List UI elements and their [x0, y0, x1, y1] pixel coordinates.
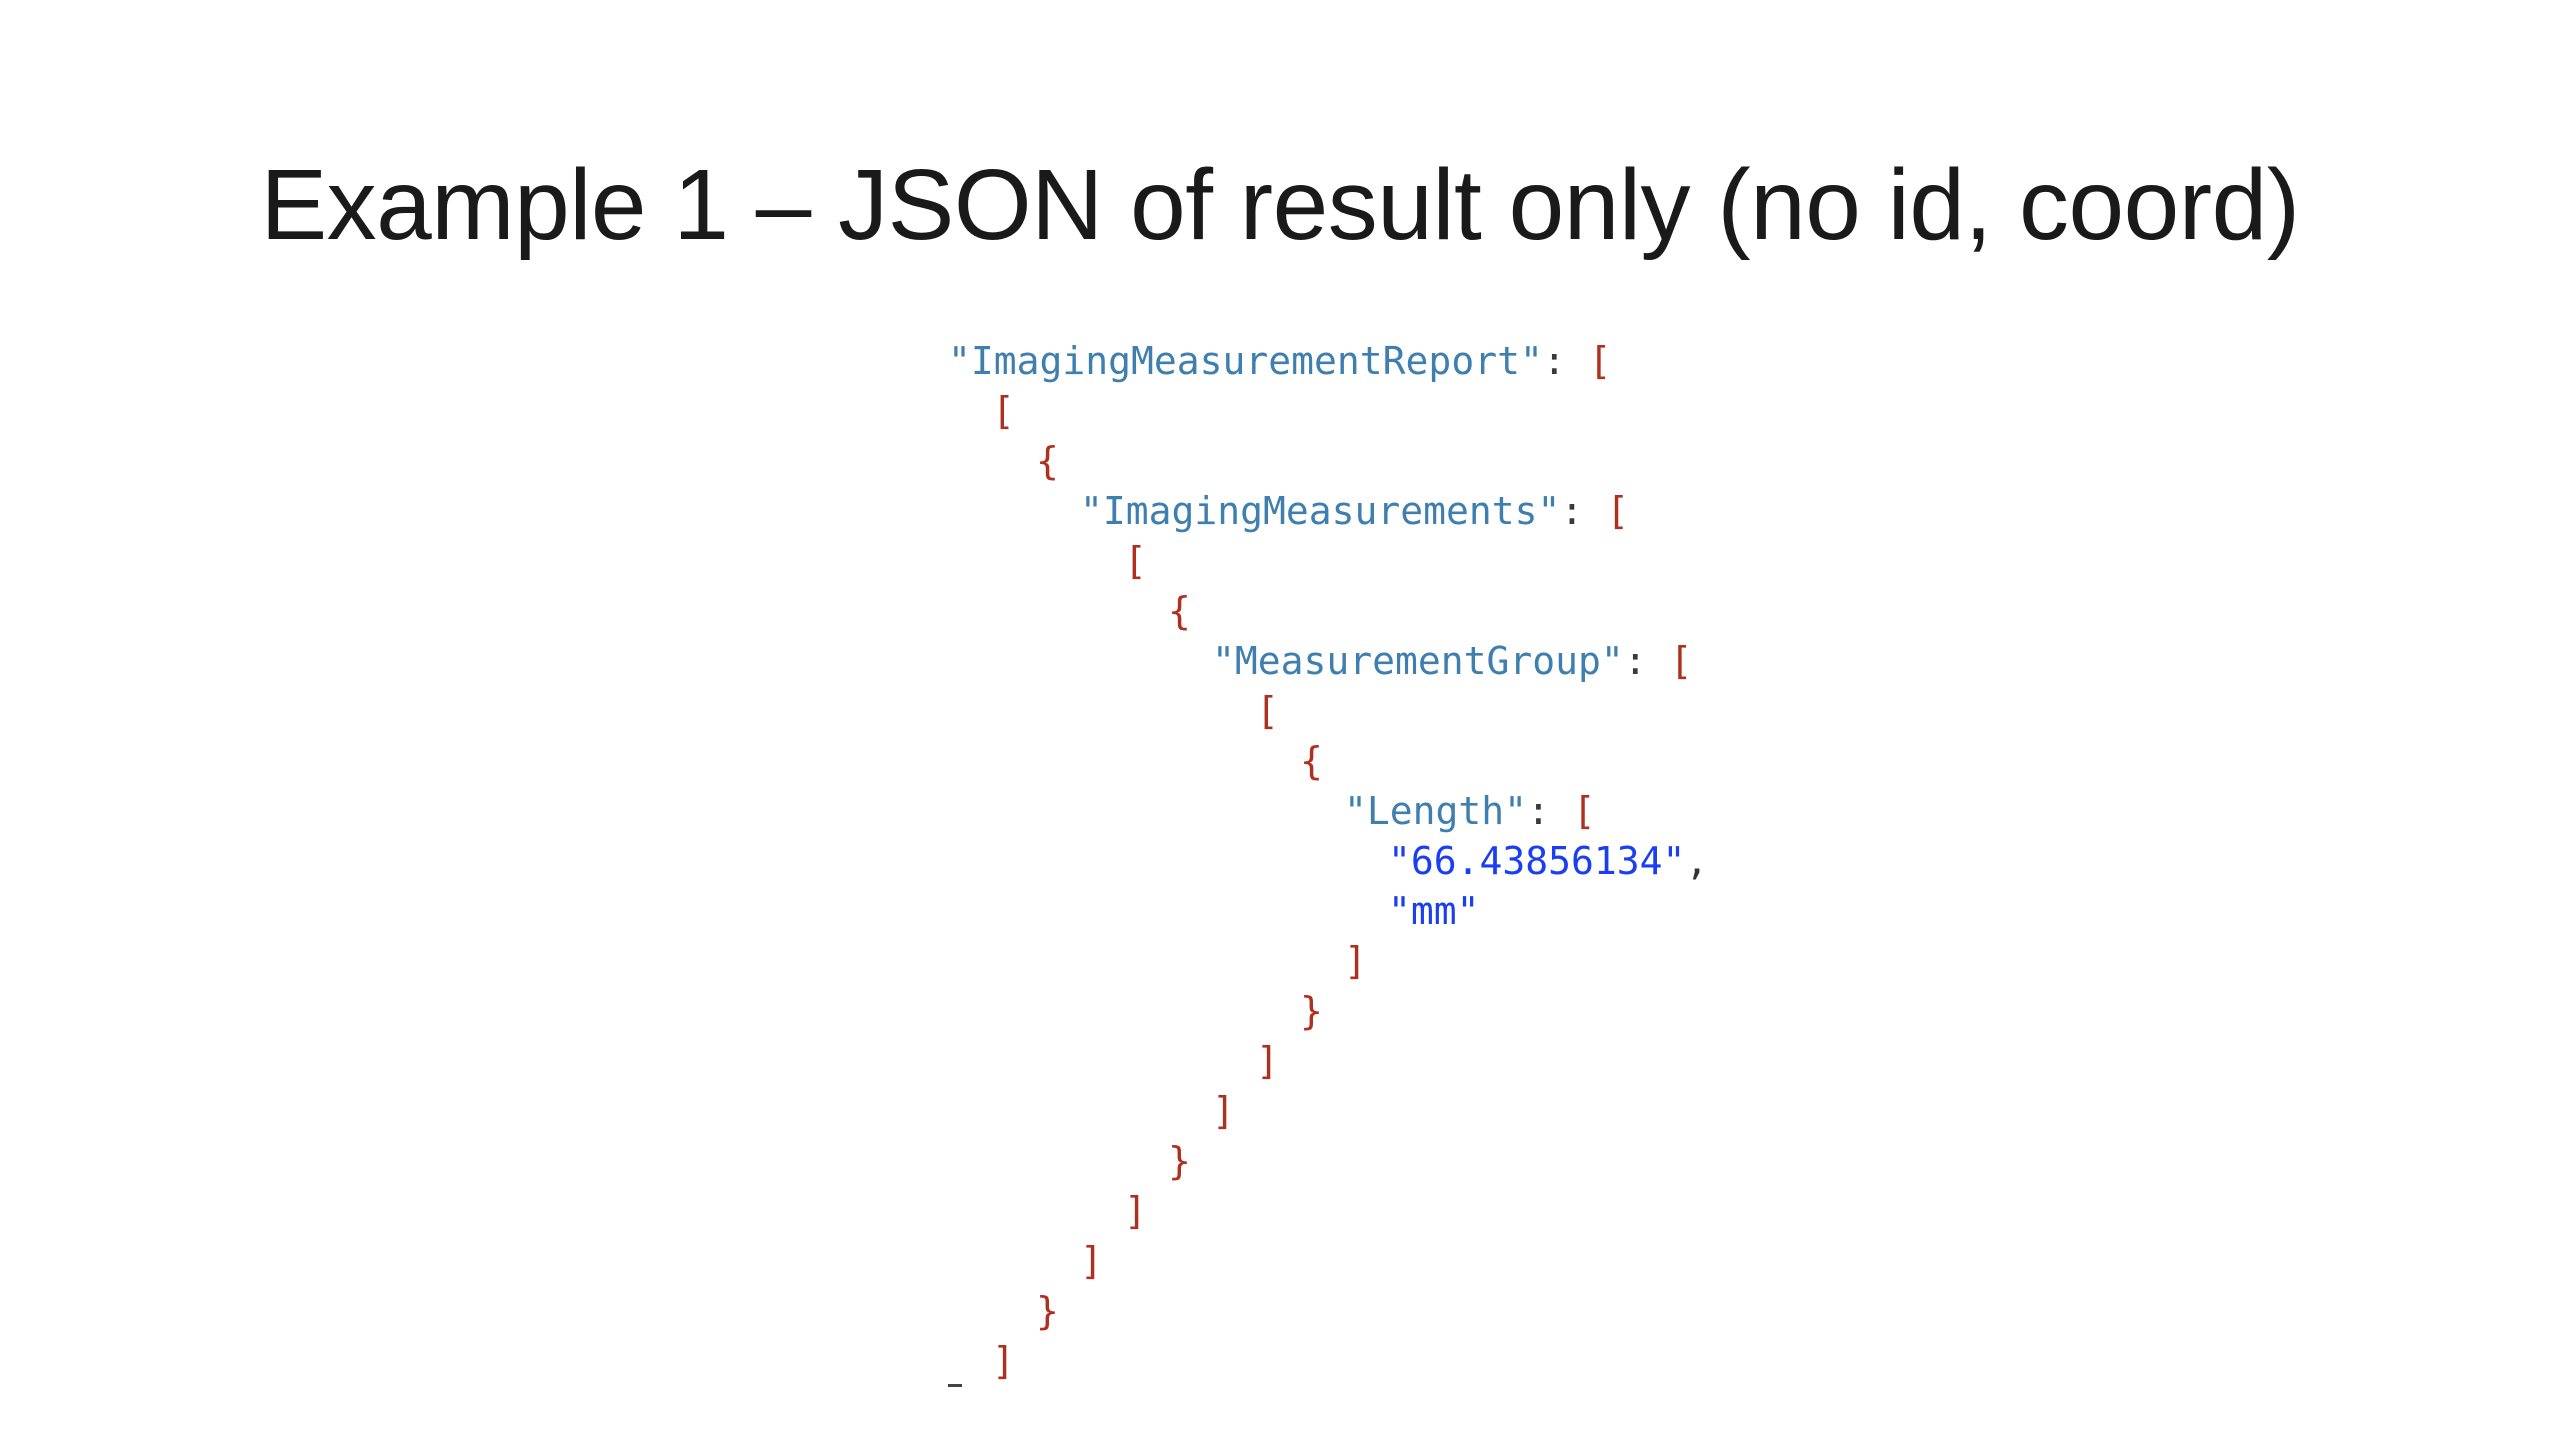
code-line: }: [0, 986, 1708, 1036]
code-line: {: [0, 436, 1708, 486]
code-line: ]: [0, 1036, 1708, 1086]
code-line: ]: [0, 1336, 1708, 1386]
json-bracket: ]: [1256, 1039, 1279, 1083]
code-line: [: [0, 536, 1708, 586]
code-line: "ImagingMeasurements": [: [0, 486, 1708, 536]
json-bracket: [: [1588, 339, 1612, 383]
json-bracket: [: [1256, 689, 1279, 733]
code-line: ]: [0, 936, 1708, 986]
code-line: {: [0, 586, 1708, 636]
json-bracket: }: [1168, 1139, 1191, 1183]
json-bracket: {: [1300, 739, 1323, 783]
code-line: "66.43856134",: [0, 836, 1708, 886]
json-bracket: ]: [1212, 1089, 1235, 1133]
json-bracket: }: [1300, 989, 1323, 1033]
json-key: "ImagingMeasurementReport": [948, 339, 1543, 383]
json-key: "ImagingMeasurements": [1080, 489, 1561, 533]
json-bracket: ]: [992, 1339, 1015, 1383]
code-line: "MeasurementGroup": [: [0, 636, 1708, 686]
json-key: "MeasurementGroup": [1212, 639, 1624, 683]
code-line: ]: [0, 1186, 1708, 1236]
code-line: ]: [0, 1086, 1708, 1136]
json-bracket: {: [1168, 589, 1191, 633]
code-line: "Length": [: [0, 786, 1708, 836]
json-comma: ,: [1685, 839, 1709, 883]
json-colon: :: [1527, 789, 1573, 833]
code-line: }: [0, 1136, 1708, 1186]
json-bracket: ]: [1080, 1239, 1103, 1283]
json-bracket: [: [1124, 539, 1147, 583]
code-line: ]: [0, 1236, 1708, 1286]
code-line: }: [0, 1286, 1708, 1336]
json-bracket: [: [992, 389, 1015, 433]
slide-title: Example 1 – JSON of result only (no id, …: [260, 149, 2300, 261]
code-line: {: [0, 736, 1708, 786]
json-bracket: [: [1572, 789, 1596, 833]
code-line: [: [0, 686, 1708, 736]
json-colon: :: [1542, 339, 1589, 383]
code-line: [: [0, 386, 1708, 436]
json-bracket: [: [1669, 639, 1693, 683]
json-bracket: ]: [1344, 939, 1367, 983]
json-bracket: [: [1606, 489, 1630, 533]
json-colon: :: [1560, 489, 1607, 533]
json-string-value: "66.43856134": [1388, 839, 1686, 883]
code-line: "ImagingMeasurementReport": [: [0, 336, 1708, 386]
json-bracket: ]: [1124, 1189, 1147, 1233]
json-bracket: {: [1036, 439, 1059, 483]
json-code-block: "ImagingMeasurementReport": [[{"ImagingM…: [0, 336, 1708, 1386]
json-string-value: "mm": [1388, 889, 1480, 933]
text-cursor-mark: [948, 1384, 962, 1387]
json-bracket: }: [1036, 1289, 1059, 1333]
json-key: "Length": [1344, 789, 1528, 833]
code-line: "mm": [0, 886, 1708, 936]
json-colon: :: [1623, 639, 1670, 683]
